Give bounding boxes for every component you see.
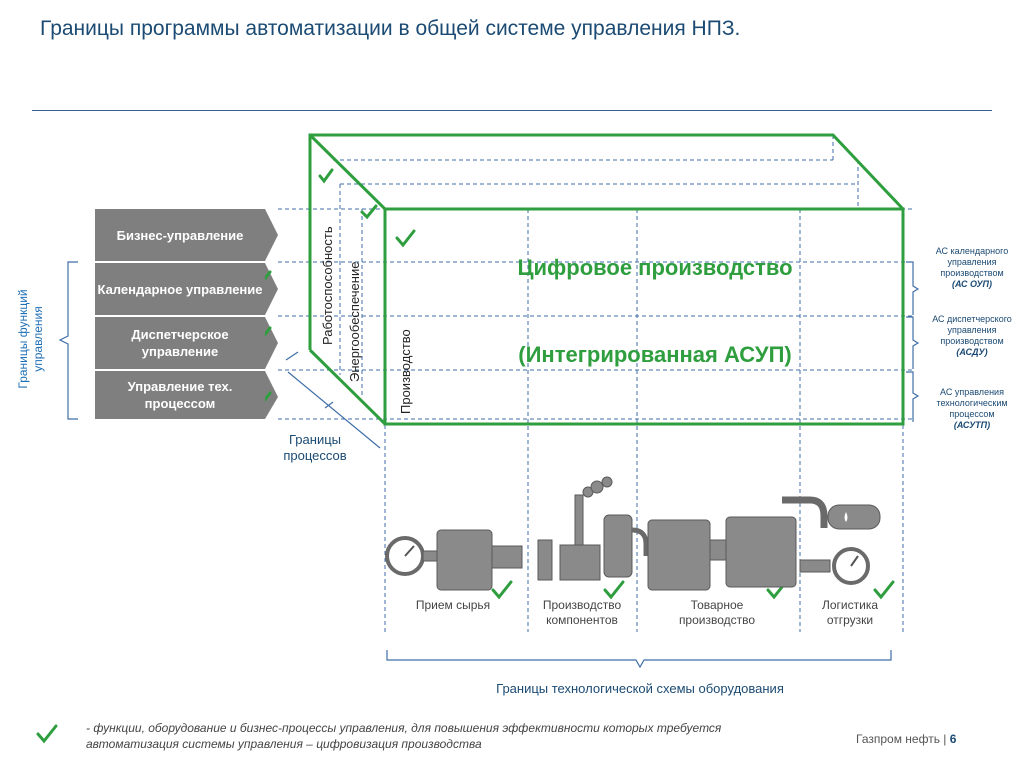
check-icon [318,168,334,184]
system-label-process: АС управления технологическим процессом(… [936,387,1008,430]
factory-icon [559,544,601,581]
tower-icon [603,514,633,578]
functions-boundary-label: Границы функций управления [16,289,45,389]
tank-icon [647,519,711,591]
check-icon [491,580,513,600]
equipment-illustration [385,476,881,591]
func-arrow-tip-4 [265,371,278,419]
brand-footer: Газпром нефть | 6 [856,732,956,746]
chimney-icon [574,494,584,546]
systems-brackets [906,261,920,422]
func-business-management: Бизнес-управление [95,209,265,261]
column-icon [537,539,553,581]
brand-name: Газпром нефть [856,732,940,746]
func-label: Календарное управление [97,281,263,297]
func-arrow-tip-3 [265,317,278,369]
title-divider [32,110,992,111]
equipment-boundary-label: Границы технологической схемы оборудован… [496,681,784,696]
footnote: - функции, оборудование и бизнес-процесс… [86,720,776,752]
process-boundary-label: Границы процессов [283,432,347,463]
check-icon [360,204,378,220]
func-label: Бизнес-управление [116,227,244,243]
tank-icon [725,516,797,588]
cube-title-line1: Цифровое производство [517,255,793,280]
footnote-dash: - [86,721,90,735]
functions-boundary: Границы функций управления [13,262,49,422]
page-number: 6 [949,732,957,746]
func-dispatch-management: Диспетчерское управление [95,317,265,369]
functions-bracket [58,261,78,420]
brand-separator: | [943,732,947,746]
cube-outline [308,133,905,426]
func-calendar-management: Календарное управление [95,263,265,315]
stage-raw-intake: Прием сырья [415,598,491,612]
system-label-dispatch: АС диспетчерского управления производств… [932,314,1012,357]
check-icon [395,229,416,248]
footnote-text: функции, оборудование и бизнес-процессы … [86,721,722,751]
func-process-management: Управление тех. процессом [95,371,265,419]
check-icon [36,724,58,744]
check-icon [873,580,895,600]
check-icon [603,580,625,600]
tank-icon [436,529,493,591]
face-label-energy: Энергообеспечение [347,261,362,382]
func-arrow-tip-1 [265,209,278,261]
page-title: Границы программы автоматизации в общей … [40,17,741,40]
face-label-operability: Работоспособность [320,226,335,345]
equipment-bracket [386,650,892,669]
func-arrow-tip-2 [265,263,278,315]
system-label-calendar: АС календарного управления производством… [935,246,1009,289]
stage-commodity-production: Товарное производство [678,598,756,627]
process-bracket [285,351,381,449]
func-label: Диспетчерское управление [131,327,229,359]
tanker-icon [827,504,881,530]
stage-shipping-logistics: Логистика отгрузки [821,598,878,627]
func-label: Управление тех. процессом [127,379,233,411]
cube-title-line2: (Интегрированная АСУП) [518,342,792,367]
stage-component-production: Производство компонентов [542,598,622,627]
